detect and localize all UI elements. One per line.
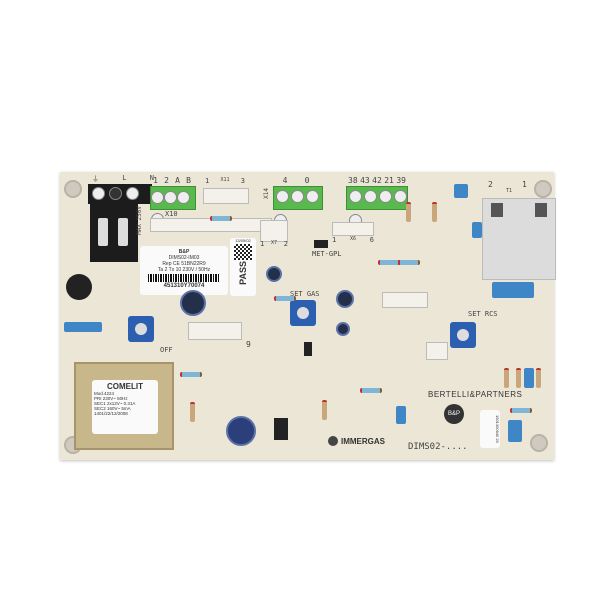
- barcode: [148, 274, 220, 282]
- set-gas-potentiometer[interactable]: [290, 300, 316, 326]
- terminal-tab: [491, 203, 503, 217]
- neutral-label: N: [149, 174, 154, 182]
- regulator-ic: [274, 418, 288, 440]
- fuse: [118, 218, 128, 246]
- mains-terminal-labels: ⏚ L N: [92, 174, 154, 184]
- resistor: [274, 296, 296, 301]
- x14-ref: X14: [263, 188, 270, 199]
- fuse: [98, 218, 108, 246]
- live-label: L: [122, 174, 127, 182]
- resistor: [378, 260, 400, 265]
- x11-header[interactable]: [203, 188, 249, 204]
- capacitor: [64, 322, 102, 332]
- met-gpl-label: MET-GPL: [312, 250, 342, 258]
- bp-logo: B&P: [444, 404, 464, 424]
- set-rc-potentiometer[interactable]: [450, 322, 476, 348]
- board-model-text: DIMS02-....: [408, 442, 468, 452]
- mounting-hole: [534, 180, 552, 198]
- resistor: [210, 216, 232, 221]
- resistor: [190, 402, 195, 422]
- relay-socket: [426, 342, 448, 360]
- immergas-logo: IMMERGAS: [328, 436, 385, 446]
- resistor: [510, 408, 532, 413]
- fuse-rating-label: MAX 250V: [136, 206, 143, 235]
- capacitor: [336, 290, 354, 308]
- x2-terminal-block[interactable]: [346, 186, 408, 227]
- small-sticker: 1501300640 20: [480, 410, 500, 448]
- capacitor: [266, 266, 282, 282]
- product-sticker: B&P DIMS02-IM03 Rep CE 51BN22R9 Ta 2 Tx …: [140, 246, 228, 295]
- fuse-holder[interactable]: [90, 204, 138, 262]
- x-capacitor: [492, 282, 534, 298]
- x10-terminal-block[interactable]: [150, 186, 196, 226]
- resistor: [360, 388, 382, 393]
- capacitor: [524, 368, 534, 388]
- x15-header[interactable]: [382, 292, 428, 308]
- transformer-label: COMELIT Mod.4224 PRI 230V~ 50Hz SEC1 2x1…: [92, 380, 158, 434]
- resistor: [180, 372, 202, 377]
- resistor: [432, 202, 437, 222]
- off-potentiometer[interactable]: [128, 316, 154, 342]
- diode: [304, 342, 312, 356]
- resistor: [516, 368, 521, 388]
- set-rc-label: SET RCS: [468, 310, 498, 318]
- capacitor: [396, 406, 406, 424]
- met-gpl-jumper[interactable]: [314, 240, 328, 248]
- varistor-component: [66, 274, 92, 300]
- x14-terminal-block[interactable]: [273, 186, 323, 227]
- x10-ref: X10: [165, 210, 178, 218]
- resistor: [398, 260, 420, 265]
- qr-code: [234, 244, 252, 260]
- t1-pin-1: 1: [522, 180, 527, 189]
- t1-ref: T1: [506, 188, 513, 194]
- designer-brand-text: BERTELLI&PARTNERS: [428, 390, 523, 399]
- mains-terminal-block[interactable]: [88, 184, 152, 224]
- resistor: [406, 202, 411, 222]
- t1-pin-2: 2: [488, 180, 493, 189]
- capacitor: [454, 184, 468, 198]
- resistor: [504, 368, 509, 388]
- connector-9-label: 9: [246, 340, 251, 349]
- mounting-hole: [64, 180, 82, 198]
- electrolytic-capacitor: [180, 290, 206, 316]
- resistor: [536, 368, 541, 388]
- immergas-logo-icon: [328, 436, 338, 446]
- capacitor: [472, 222, 482, 238]
- ignition-transformer: [482, 198, 556, 280]
- capacitor: [508, 420, 522, 442]
- terminal-tab: [535, 203, 547, 217]
- set-gas-label: SET GAS: [290, 290, 320, 298]
- off-label: OFF: [160, 346, 173, 354]
- resistor: [322, 400, 327, 420]
- comelit-transformer: COMELIT Mod.4224 PRI 230V~ 50Hz SEC1 2x1…: [74, 362, 174, 450]
- capacitor: [336, 322, 350, 336]
- pass-sticker: 13/05/02 PASS: [230, 238, 256, 296]
- x7-header[interactable]: [260, 220, 288, 242]
- large-capacitor: [226, 416, 256, 446]
- earth-label: ⏚: [92, 175, 99, 183]
- x6-header[interactable]: [332, 222, 374, 236]
- connector-9[interactable]: [188, 322, 242, 340]
- mounting-hole: [530, 434, 548, 452]
